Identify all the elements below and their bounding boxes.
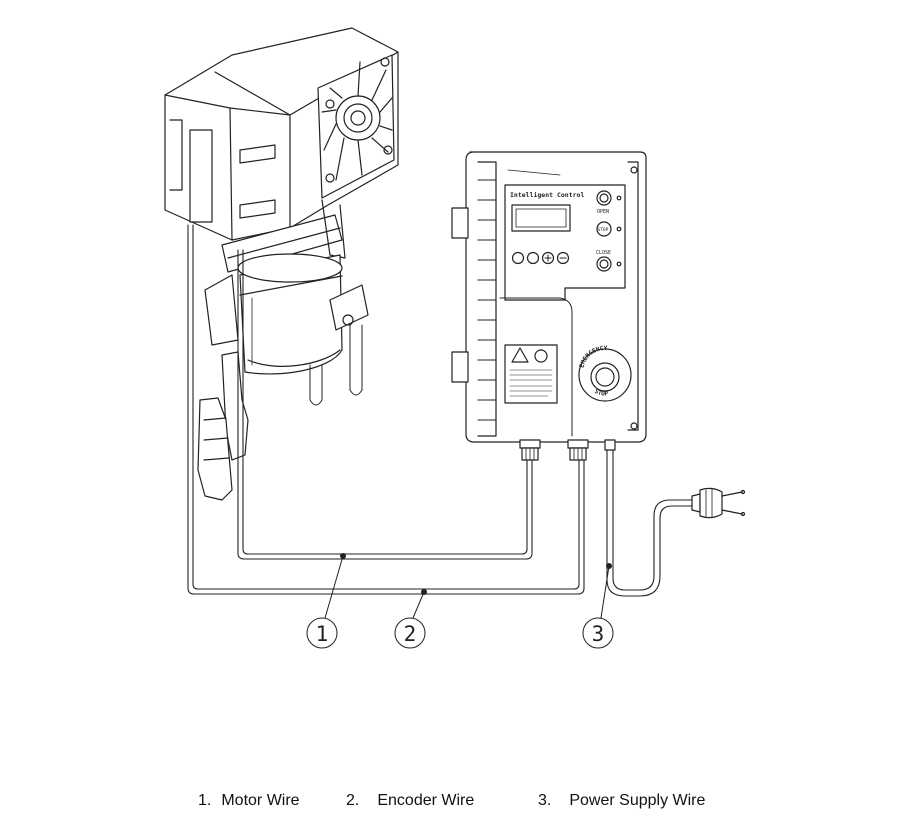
legend-item-motor-wire: 1. Motor Wire bbox=[198, 792, 300, 810]
open-label: OPEN bbox=[597, 209, 609, 215]
legend-number: 1. bbox=[198, 792, 212, 809]
legend-number: 3. bbox=[538, 792, 552, 809]
emergency-stop-label: STOP bbox=[593, 388, 608, 398]
close-label: CLOSE bbox=[596, 250, 611, 256]
legend-label: Power Supply Wire bbox=[569, 792, 706, 809]
legend-number: 2. bbox=[346, 792, 360, 809]
cable-gland-2 bbox=[567, 439, 589, 461]
legend-item-power-supply-wire: 3. Power Supply Wire bbox=[538, 792, 705, 810]
control-box: Intelligent Control OPEN STOP CLOSE bbox=[451, 151, 647, 461]
warning-triangle-icon bbox=[511, 347, 529, 363]
panel-title: Intelligent Control bbox=[510, 191, 584, 199]
stop-button bbox=[596, 221, 612, 237]
callout-3-circle bbox=[582, 617, 614, 649]
wire-legend: 1. Motor Wire 2. Encoder Wire 3. Power Supp… bbox=[0, 792, 900, 816]
output-shaft bbox=[335, 95, 381, 141]
power-cable-outlet bbox=[604, 439, 616, 451]
close-button bbox=[596, 256, 612, 272]
callout-2-circle bbox=[394, 617, 426, 649]
flange-ribs bbox=[321, 61, 393, 181]
encoder-wire bbox=[187, 224, 585, 595]
hand-chain bbox=[309, 324, 363, 406]
motor-wire bbox=[237, 249, 533, 560]
power-supply-wire bbox=[606, 449, 693, 597]
legend-item-encoder-wire: 2. Encoder Wire bbox=[346, 792, 474, 810]
motor-body bbox=[239, 254, 343, 375]
power-plug bbox=[691, 487, 746, 519]
wires bbox=[187, 224, 693, 597]
keypad-buttons bbox=[511, 251, 570, 265]
emergency-stop-button bbox=[590, 362, 620, 392]
callout-2: 2 bbox=[404, 622, 417, 646]
motor-assembly bbox=[164, 27, 399, 501]
callout-1-circle bbox=[306, 617, 338, 649]
callouts: 1 2 3 bbox=[306, 553, 614, 649]
gearbox-side-slot bbox=[189, 129, 213, 223]
stop-label: STOP bbox=[598, 227, 609, 233]
cable-gland-1 bbox=[519, 439, 541, 461]
release-handle-grip bbox=[197, 397, 233, 501]
legend-label: Motor Wire bbox=[221, 792, 300, 809]
legend-label: Encoder Wire bbox=[377, 792, 475, 809]
callout-1: 1 bbox=[316, 622, 329, 646]
warning-label bbox=[504, 344, 558, 404]
callout-3: 3 bbox=[592, 622, 605, 646]
side-plate bbox=[329, 284, 369, 331]
open-button bbox=[596, 190, 612, 206]
control-box-ribs bbox=[477, 179, 497, 421]
